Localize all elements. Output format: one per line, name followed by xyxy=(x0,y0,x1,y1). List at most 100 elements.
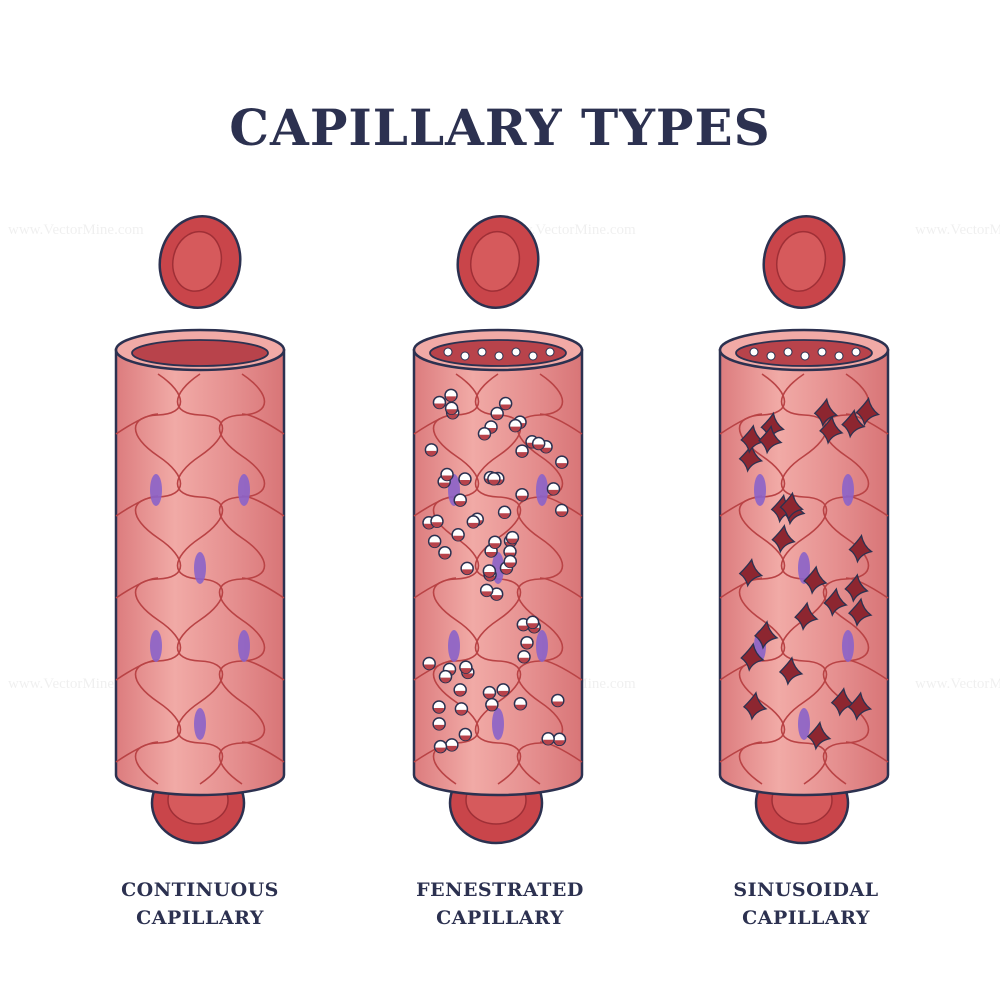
watermark: www.VectorMine.com xyxy=(500,222,636,238)
gap xyxy=(841,408,866,439)
pore xyxy=(554,503,569,518)
pore xyxy=(432,395,447,410)
pore xyxy=(487,472,501,486)
gap xyxy=(794,601,819,632)
pore xyxy=(552,732,567,747)
pore xyxy=(528,351,538,361)
gap xyxy=(742,691,768,721)
pore xyxy=(459,660,473,674)
gap xyxy=(848,533,874,564)
rim-pores xyxy=(443,347,555,361)
pore xyxy=(451,527,465,542)
pore xyxy=(424,443,439,457)
pore xyxy=(498,396,513,411)
pore xyxy=(440,467,454,482)
pore xyxy=(479,583,494,598)
pore xyxy=(503,554,517,569)
pore xyxy=(531,436,546,451)
nucleus xyxy=(798,708,810,740)
nucleus xyxy=(536,630,548,662)
fenestrated-capillary xyxy=(412,214,584,845)
watermark: www.VectorMine.com xyxy=(915,676,1000,692)
pore xyxy=(555,455,569,469)
gap xyxy=(740,642,765,672)
nucleus xyxy=(238,474,250,506)
pore xyxy=(433,739,448,754)
pore xyxy=(460,351,470,361)
pore xyxy=(460,561,474,576)
rim-pores xyxy=(749,347,861,361)
nucleus xyxy=(842,474,854,506)
pore xyxy=(496,683,510,697)
nucleus xyxy=(492,708,504,740)
gap xyxy=(803,565,828,595)
label-line1: SINUSOIDAL xyxy=(733,879,879,901)
pore xyxy=(546,482,561,496)
watermark: www.VectorMine.com xyxy=(8,222,144,238)
pore xyxy=(489,587,504,601)
pore xyxy=(800,351,810,361)
pore xyxy=(438,545,452,560)
pore xyxy=(453,493,467,507)
pore xyxy=(445,738,459,752)
pore xyxy=(766,351,776,361)
pore xyxy=(517,649,531,664)
nucleus xyxy=(798,552,810,584)
gap xyxy=(855,396,881,427)
gap xyxy=(844,573,869,603)
pore xyxy=(430,514,444,529)
gap xyxy=(847,691,873,721)
gap xyxy=(758,424,783,455)
pore xyxy=(494,351,504,361)
pore xyxy=(477,347,487,357)
pore xyxy=(453,683,467,697)
nucleus xyxy=(238,630,250,662)
pore xyxy=(485,697,499,712)
nuclei xyxy=(150,474,250,740)
pore xyxy=(458,727,473,742)
pore xyxy=(477,426,492,441)
pore xyxy=(525,615,540,630)
pore xyxy=(545,347,555,357)
pore xyxy=(497,505,512,520)
nucleus xyxy=(448,630,460,662)
label-fenestrated-capillary: FENESTRATED CAPILLARY xyxy=(380,876,620,932)
diagram-title: CAPILLARY TYPES xyxy=(229,98,771,157)
pore xyxy=(466,515,481,529)
pore xyxy=(482,685,497,700)
vessel-lumen xyxy=(131,339,269,367)
pore xyxy=(432,700,446,714)
pore xyxy=(783,347,793,357)
pore xyxy=(458,472,472,486)
pore xyxy=(444,401,459,416)
nucleus xyxy=(150,474,162,506)
pore xyxy=(541,732,555,746)
pore xyxy=(454,702,469,716)
pore xyxy=(508,418,523,433)
label-line2: CAPILLARY xyxy=(436,907,564,929)
gap xyxy=(779,491,805,522)
gap xyxy=(806,720,832,751)
pore xyxy=(851,347,861,357)
label-sinusoidal-capillary: SINUSOIDAL CAPILLARY xyxy=(686,876,926,932)
label-line1: CONTINUOUS xyxy=(121,879,279,901)
blood-cell-top xyxy=(762,214,846,310)
pore xyxy=(490,406,504,421)
label-line1: FENESTRATED xyxy=(416,879,584,901)
gap xyxy=(847,597,873,628)
watermark: www.VectorMine.com xyxy=(8,676,144,692)
intercellular-gaps xyxy=(738,396,881,751)
nucleus xyxy=(194,708,206,740)
nucleus xyxy=(536,474,548,506)
blood-cell-top xyxy=(456,214,540,310)
blood-cell-top xyxy=(158,214,242,310)
pore xyxy=(513,696,528,711)
pore xyxy=(482,564,497,578)
pore xyxy=(432,717,446,731)
nucleus xyxy=(754,474,766,506)
pore xyxy=(438,669,453,684)
pore xyxy=(834,351,844,361)
pore xyxy=(444,388,458,403)
pore xyxy=(551,693,565,708)
pore xyxy=(505,530,520,545)
